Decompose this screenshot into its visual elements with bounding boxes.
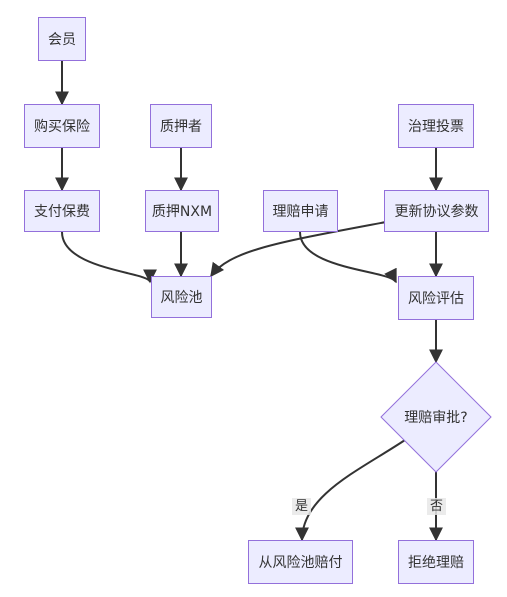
node-claim-approval: 理赔审批? <box>404 410 468 426</box>
node-update-params: 更新协议参数 <box>384 190 489 232</box>
node-risk-pool: 风险池 <box>151 276 212 318</box>
node-staker: 质押者 <box>150 104 212 148</box>
node-buy-insurance: 购买保险 <box>24 104 100 148</box>
edge-pay-to-pool <box>61 231 157 284</box>
node-governance-vote: 治理投票 <box>398 104 474 148</box>
edge-label-no: 否 <box>427 498 447 515</box>
node-pay-premium: 支付保费 <box>24 190 100 232</box>
node-stake-nxm: 质押NXM <box>145 190 219 232</box>
edge-claim-to-assess <box>299 231 397 284</box>
decision-diamond <box>380 361 492 473</box>
edge-update-to-pool <box>210 221 387 278</box>
node-pay-from-pool: 从风险池赔付 <box>248 540 353 584</box>
edge-label-yes: 是 <box>292 498 312 515</box>
node-reject-claim: 拒绝理赔 <box>398 540 474 584</box>
node-risk-assessment: 风险评估 <box>398 276 474 320</box>
edge-approval-to-pay <box>295 439 406 542</box>
node-member: 会员 <box>38 17 86 61</box>
node-claim-request: 理赔申请 <box>263 190 338 232</box>
